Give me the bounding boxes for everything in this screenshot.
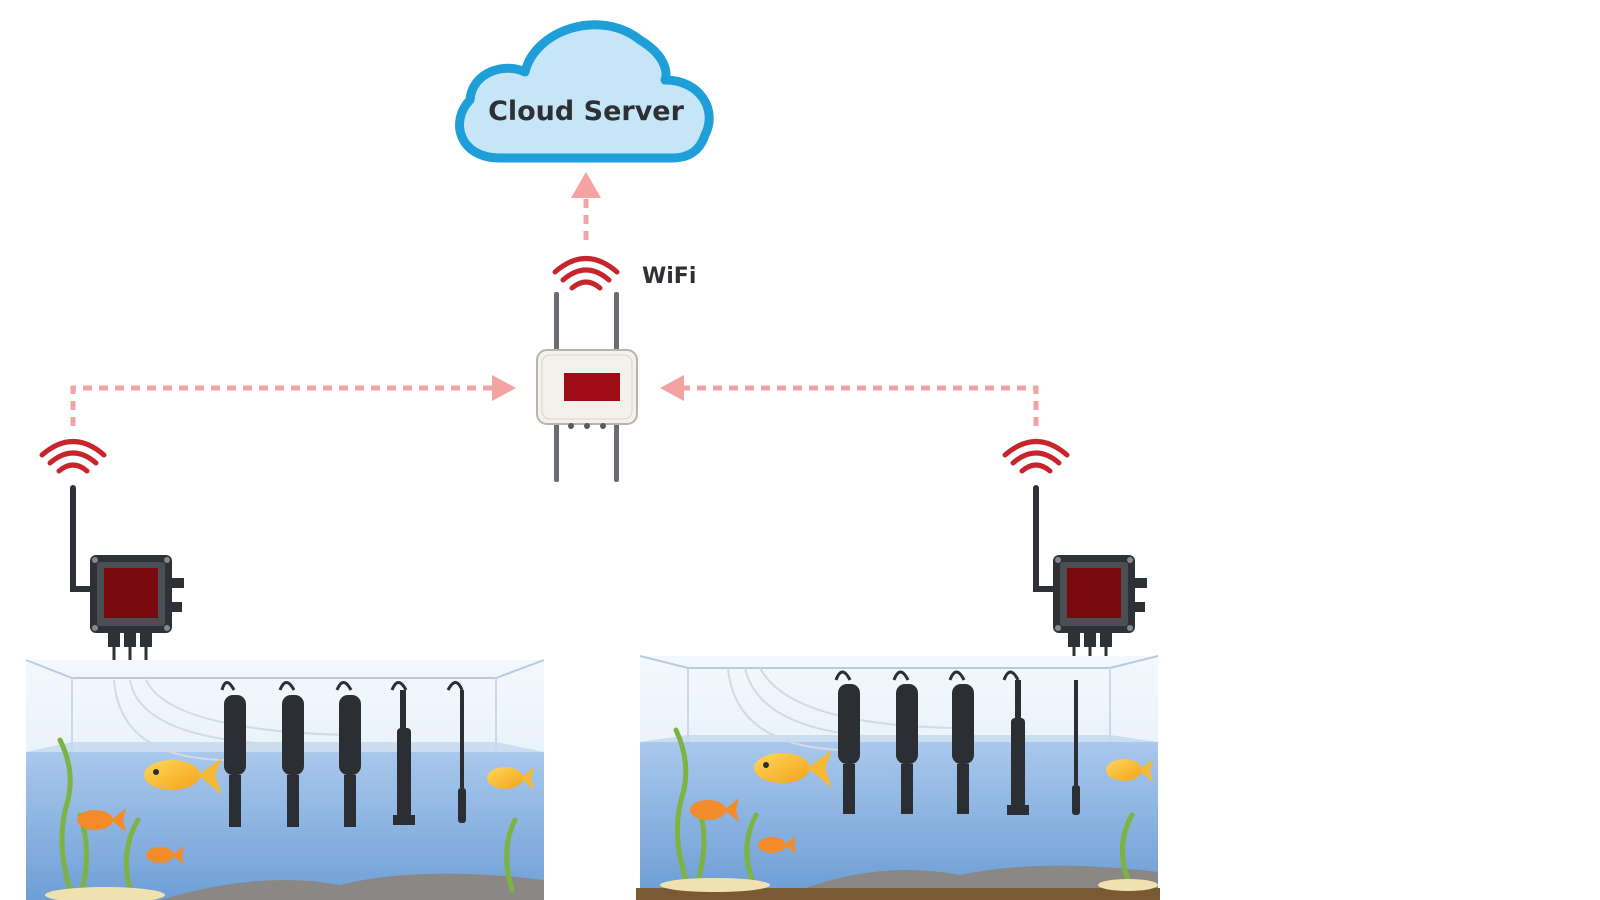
wifi-gateway (536, 292, 638, 482)
right-node-link (660, 375, 1039, 426)
water-quality-probe-icon (220, 681, 466, 827)
wifi-signal-icon (1002, 439, 1070, 474)
goldfish-icon (754, 750, 832, 788)
goldfish-icon (146, 846, 184, 864)
wifi-signal-icon (552, 256, 620, 291)
cloud-icon (455, 20, 714, 163)
uplink-arrow (571, 172, 601, 240)
left-node-wifi-signal (39, 439, 107, 474)
seaweed-icon (673, 727, 1135, 883)
wifi-label: WiFi (642, 264, 696, 289)
wifi-gateway-icon (536, 292, 638, 482)
left-wireless-node (70, 485, 184, 680)
water (640, 742, 1158, 890)
left-node-link (70, 375, 516, 426)
goldfish-icon (487, 767, 534, 790)
wireless-transmitter-icon (70, 485, 184, 680)
goldfish-icon (77, 808, 126, 832)
goldfish-icon (1106, 759, 1153, 782)
left-aquarium-tank (25, 659, 545, 900)
goldfish-icon (690, 798, 739, 822)
gateway-wifi-signal (552, 256, 620, 291)
cloud-server-label: Cloud Server (488, 96, 685, 127)
wireless-transmitter-icon (1033, 485, 1147, 672)
wifi-signal-icon (39, 439, 107, 474)
cloud-server: Cloud Server (455, 20, 714, 163)
goldfish-icon (758, 836, 796, 854)
right-wireless-node (1033, 485, 1147, 672)
goldfish-icon (144, 758, 222, 795)
right-node-wifi-signal (1002, 439, 1070, 474)
water-quality-probe-icon (834, 670, 1080, 815)
right-aquarium-tank (636, 655, 1160, 900)
